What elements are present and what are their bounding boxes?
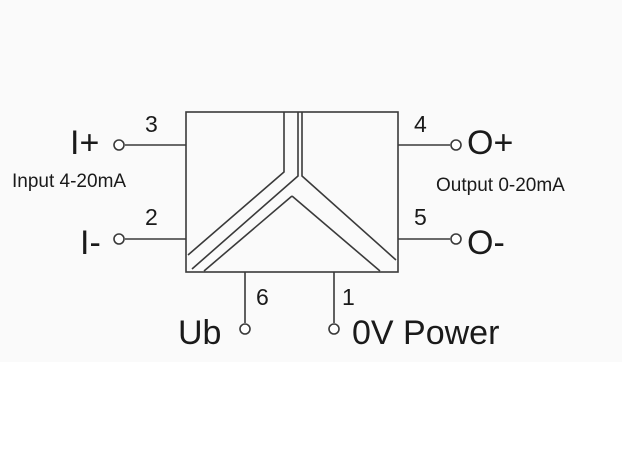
label-0v-power: 0V Power	[352, 314, 500, 352]
diagram-background	[0, 0, 622, 362]
barrier-lower-right-line	[291, 195, 381, 272]
isolator-body	[185, 111, 399, 273]
input-signal-label: Input 4-20mA	[12, 171, 127, 192]
terminal-in-plus	[113, 139, 125, 151]
output-signal-label: Output 0-20mA	[436, 175, 565, 196]
pin-number-2: 2	[145, 204, 158, 230]
terminal-ub	[239, 323, 251, 335]
terminal-in-minus	[113, 233, 125, 245]
label-out-minus: O-	[467, 224, 505, 262]
terminal-out-plus	[450, 139, 462, 151]
pin-number-4: 4	[414, 111, 427, 137]
barrier-inner-left-line	[191, 112, 299, 270]
pin-number-6: 6	[256, 284, 269, 310]
barrier-inner-right-line	[301, 112, 397, 261]
label-ub: Ub	[178, 314, 222, 352]
label-in-minus: I-	[80, 224, 101, 262]
terminal-out-minus	[450, 233, 462, 245]
terminal-0v	[328, 323, 340, 335]
label-in-plus: I+	[70, 124, 100, 162]
label-out-plus: O+	[467, 124, 514, 162]
barrier-outer-left-line	[187, 112, 285, 256]
pin-number-1: 1	[342, 284, 355, 310]
barrier-lower-left-line	[203, 195, 293, 272]
pin-number-3: 3	[145, 111, 158, 137]
pin-number-5: 5	[414, 204, 427, 230]
